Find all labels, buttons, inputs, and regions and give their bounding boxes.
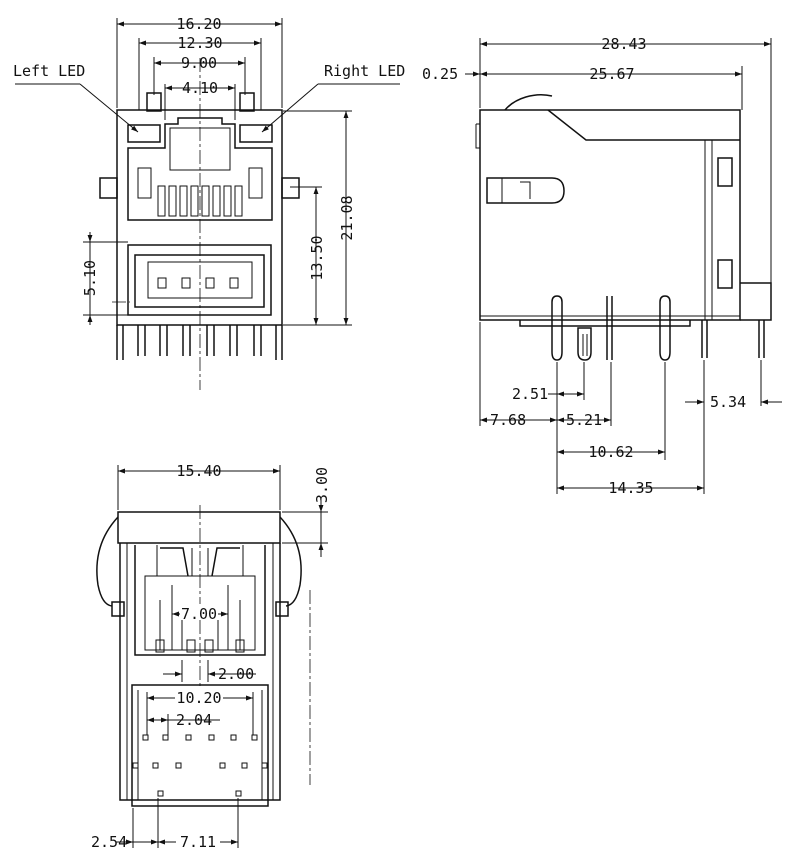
- dim-5-34: 5.34: [710, 393, 746, 411]
- dim-0-25: 0.25: [422, 65, 458, 83]
- dim-7-11: 7.11: [180, 833, 216, 851]
- dim-7-00: 7.00: [181, 605, 217, 623]
- bottom-view: 15.40 3.00 7.00 2.00 10.20 2.04 2.54 7.1…: [91, 462, 331, 851]
- dim-2-04: 2.04: [176, 711, 212, 729]
- dim-10-62: 10.62: [588, 443, 633, 461]
- dim-13-50: 13.50: [308, 235, 326, 280]
- dim-25-67: 25.67: [589, 65, 634, 83]
- rj45-contacts: [157, 185, 243, 217]
- front-leads: [116, 325, 283, 360]
- dim-7-68: 7.68: [490, 411, 526, 429]
- dim-9-00: 9.00: [181, 54, 217, 72]
- dim-10-20: 10.20: [176, 689, 221, 707]
- dim-14-35: 14.35: [608, 479, 653, 497]
- dim-12-30: 12.30: [177, 34, 222, 52]
- front-view: 16.20 12.30 9.00 4.10 21.08 13.50 5.10 L…: [13, 15, 405, 390]
- dim-3-00: 3.00: [313, 467, 331, 503]
- dim-5-10: 5.10: [81, 260, 99, 296]
- side-view: 28.43 0.25 25.67 2.51 7.68 5.21 5.34 10.…: [422, 35, 782, 497]
- dim-2-54: 2.54: [91, 833, 127, 851]
- dim-4-10: 4.10: [182, 79, 218, 97]
- dim-15-40: 15.40: [176, 462, 221, 480]
- dim-28-43: 28.43: [601, 35, 646, 53]
- right-led-label: Right LED: [324, 62, 405, 80]
- dim-2-51: 2.51: [512, 385, 548, 403]
- dim-21-08: 21.08: [338, 195, 356, 240]
- bottom-pins: [132, 734, 268, 797]
- left-led-label: Left LED: [13, 62, 85, 80]
- dim-2-00: 2.00: [218, 665, 254, 683]
- dim-16-20: 16.20: [176, 15, 221, 33]
- dim-5-21: 5.21: [566, 411, 602, 429]
